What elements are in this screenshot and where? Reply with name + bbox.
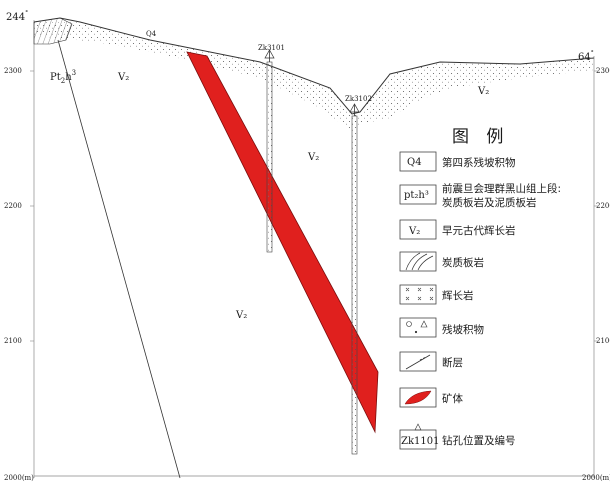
residual-deposit-zone bbox=[34, 22, 594, 130]
legend-text-v2: 早元古代辉长岩 bbox=[442, 224, 516, 237]
ore-icon bbox=[404, 390, 432, 405]
drill-icon bbox=[414, 423, 422, 431]
legend-symbol-v2: V₂ bbox=[408, 226, 420, 237]
ore-body bbox=[186, 51, 379, 434]
slate-wedge bbox=[33, 17, 73, 45]
right-end-label: 64° bbox=[578, 50, 594, 63]
elev-right-2200: 2200 bbox=[596, 202, 610, 210]
legend-text-residual: 残坡积物 bbox=[442, 323, 484, 336]
legend-box-q4 bbox=[399, 151, 437, 172]
fault-pattern-icon bbox=[405, 354, 431, 370]
legend-symbol-pt: pt₂h³ bbox=[404, 190, 429, 201]
legend-text-slate: 炭质板岩 bbox=[442, 256, 484, 269]
legend-text-drill: 钻孔位置及编号 bbox=[442, 434, 516, 447]
v2-label-2: V₂ bbox=[307, 152, 319, 163]
legend-box-fault bbox=[399, 351, 437, 372]
v2-label-1: V₂ bbox=[117, 72, 129, 83]
drill-hole-zk3101[interactable] bbox=[264, 49, 275, 253]
legend-box-gabbro bbox=[399, 284, 437, 305]
elev-left-2100: 2100 bbox=[4, 337, 22, 345]
fault-line bbox=[57, 39, 181, 479]
legend-box-slate bbox=[399, 251, 437, 272]
legend-box-pt bbox=[399, 184, 437, 205]
elev-left-2000: 2000(m) bbox=[4, 474, 34, 482]
drill-label-zk3101: Zk3101 bbox=[258, 44, 285, 52]
residual-pattern-icon bbox=[406, 320, 428, 334]
legend-text-pt-2: 炭质板岩及泥质板岩 bbox=[442, 196, 537, 209]
elev-left-2300: 2300 bbox=[4, 67, 22, 75]
elev-right-2000: 2000(m) bbox=[582, 474, 610, 482]
legend-symbol-drill: Zk1101 bbox=[401, 436, 439, 447]
drill-hole-zk3102[interactable] bbox=[349, 103, 360, 455]
gabbro-pattern-icon bbox=[405, 287, 434, 301]
v2-label-4: V₂ bbox=[235, 310, 247, 321]
elev-right-2100: 2100 bbox=[596, 337, 610, 345]
drill-label-zk3102: Zk3102 bbox=[345, 95, 372, 103]
legend-text-fault: 断层 bbox=[442, 356, 463, 369]
elev-right-2300: 2300 bbox=[596, 67, 610, 75]
legend-box-v2 bbox=[399, 219, 437, 240]
legend-box-residual bbox=[399, 317, 437, 338]
elevation-ticks bbox=[30, 70, 598, 342]
legend-text-pt: 前震旦会理群黑山组上段: bbox=[442, 182, 561, 195]
left-end-label: 244° bbox=[6, 10, 28, 23]
q4-label: Q4 bbox=[146, 30, 157, 38]
legend-text-q4: 第四系残坡积物 bbox=[442, 156, 516, 169]
legend-text-gabbro: 辉长岩 bbox=[442, 289, 474, 302]
elev-left-2200: 2200 bbox=[4, 202, 22, 210]
legend: 图 例 Q4 第四系残坡积物 pt₂h³ 前震旦会理群黑山组上段: 炭质板岩及泥… bbox=[399, 127, 561, 450]
legend-text-ore: 矿体 bbox=[442, 392, 463, 405]
slate-pattern-icon bbox=[405, 252, 434, 271]
pt-unit-label: Pt2h3 bbox=[50, 69, 76, 85]
v2-label-3: V₂ bbox=[477, 86, 489, 97]
legend-title: 图 例 bbox=[452, 127, 509, 147]
legend-symbol-q4: Q4 bbox=[407, 157, 422, 168]
topographic-surface bbox=[33, 17, 595, 115]
